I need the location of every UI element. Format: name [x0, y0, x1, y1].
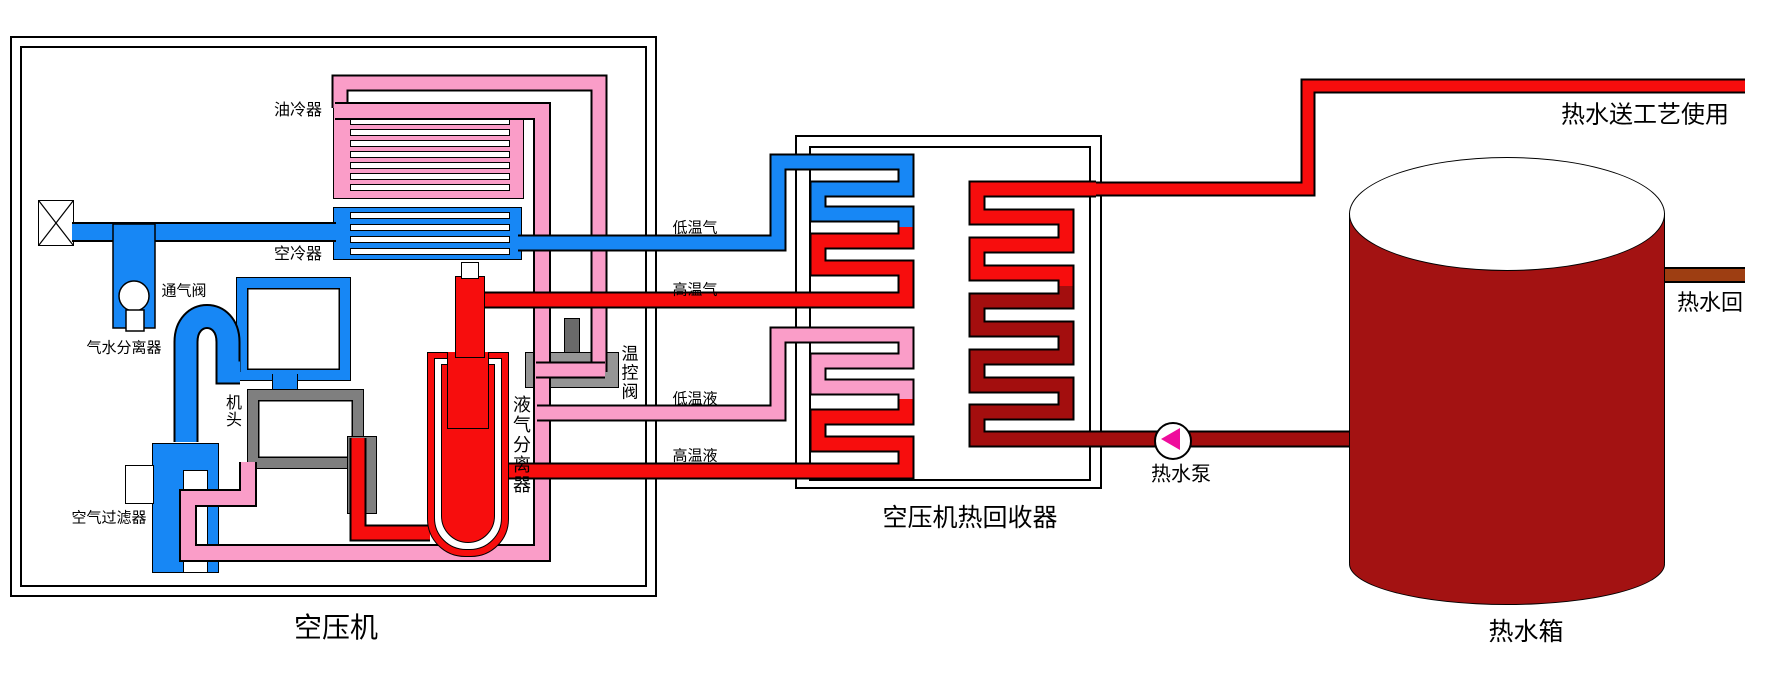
- label-oil-cooler: 油冷器: [273, 102, 323, 119]
- heat-recovery-box-outer: [795, 135, 1102, 489]
- label-low-temp-liquid: 低温液: [672, 391, 718, 408]
- label-low-temp-gas: 低温气: [672, 220, 718, 237]
- label-air-filter: 空气过滤器: [71, 510, 147, 527]
- label-hot-water-supply: 热水送工艺使用: [1561, 102, 1729, 129]
- label-temp-control-valve: 温控阀: [618, 344, 638, 402]
- air-cooler-fin: [350, 224, 510, 231]
- air-intake-symbol: [38, 200, 74, 246]
- oil-cooler-fin: [350, 140, 510, 147]
- air-end-box: [247, 389, 364, 469]
- label-vent-valve: 通气阀: [161, 283, 207, 300]
- label-air-water-separator: 气水分离器: [86, 340, 162, 357]
- vent-valve-box: [236, 277, 351, 381]
- pump-impeller-icon: [1161, 428, 1180, 450]
- oil-cooler-fin: [350, 151, 510, 158]
- intake-x-icon: [39, 201, 73, 245]
- oil-cooler-fin: [350, 173, 510, 180]
- air-cooler-fin: [350, 236, 510, 243]
- oil-gas-separator-diptube: [447, 352, 489, 429]
- label-compressor: 空压机: [293, 613, 379, 644]
- separator-nozzle-cap: [461, 262, 479, 279]
- label-air-end: 机头: [225, 395, 242, 429]
- heat-recovery-box-inner: [809, 146, 1091, 481]
- compressor-box-outer: [10, 36, 657, 597]
- separator-nozzle: [455, 276, 485, 358]
- compressor-box-inner: [20, 46, 647, 587]
- label-high-temp-liquid: 高温液: [672, 448, 718, 465]
- label-heat-recovery: 空压机热回收器: [882, 505, 1058, 532]
- label-tank: 热水箱: [1488, 619, 1564, 646]
- oil-cooler-fin: [350, 184, 510, 191]
- label-oil-gas-separator: 液气分离器: [511, 395, 531, 495]
- oil-cooler-fin: [350, 162, 510, 169]
- tank-top: [1349, 157, 1665, 271]
- label-pump: 热水泵: [1151, 463, 1211, 486]
- tank-body: [1349, 213, 1665, 563]
- label-hot-water-return: 热水回: [1676, 290, 1744, 315]
- vent-valve-stub: [272, 374, 298, 392]
- air-filter-box: [125, 465, 154, 504]
- oil-cooler-fin: [350, 129, 510, 136]
- label-high-temp-gas: 高温气: [672, 282, 718, 299]
- separator-drain: [125, 309, 145, 332]
- label-air-cooler: 空冷器: [273, 246, 323, 263]
- air-cooler-fin: [350, 248, 510, 255]
- air-water-separator-symbol: [118, 280, 150, 312]
- discharge-pipe: [349, 438, 430, 542]
- air-cooler-fin: [350, 212, 510, 219]
